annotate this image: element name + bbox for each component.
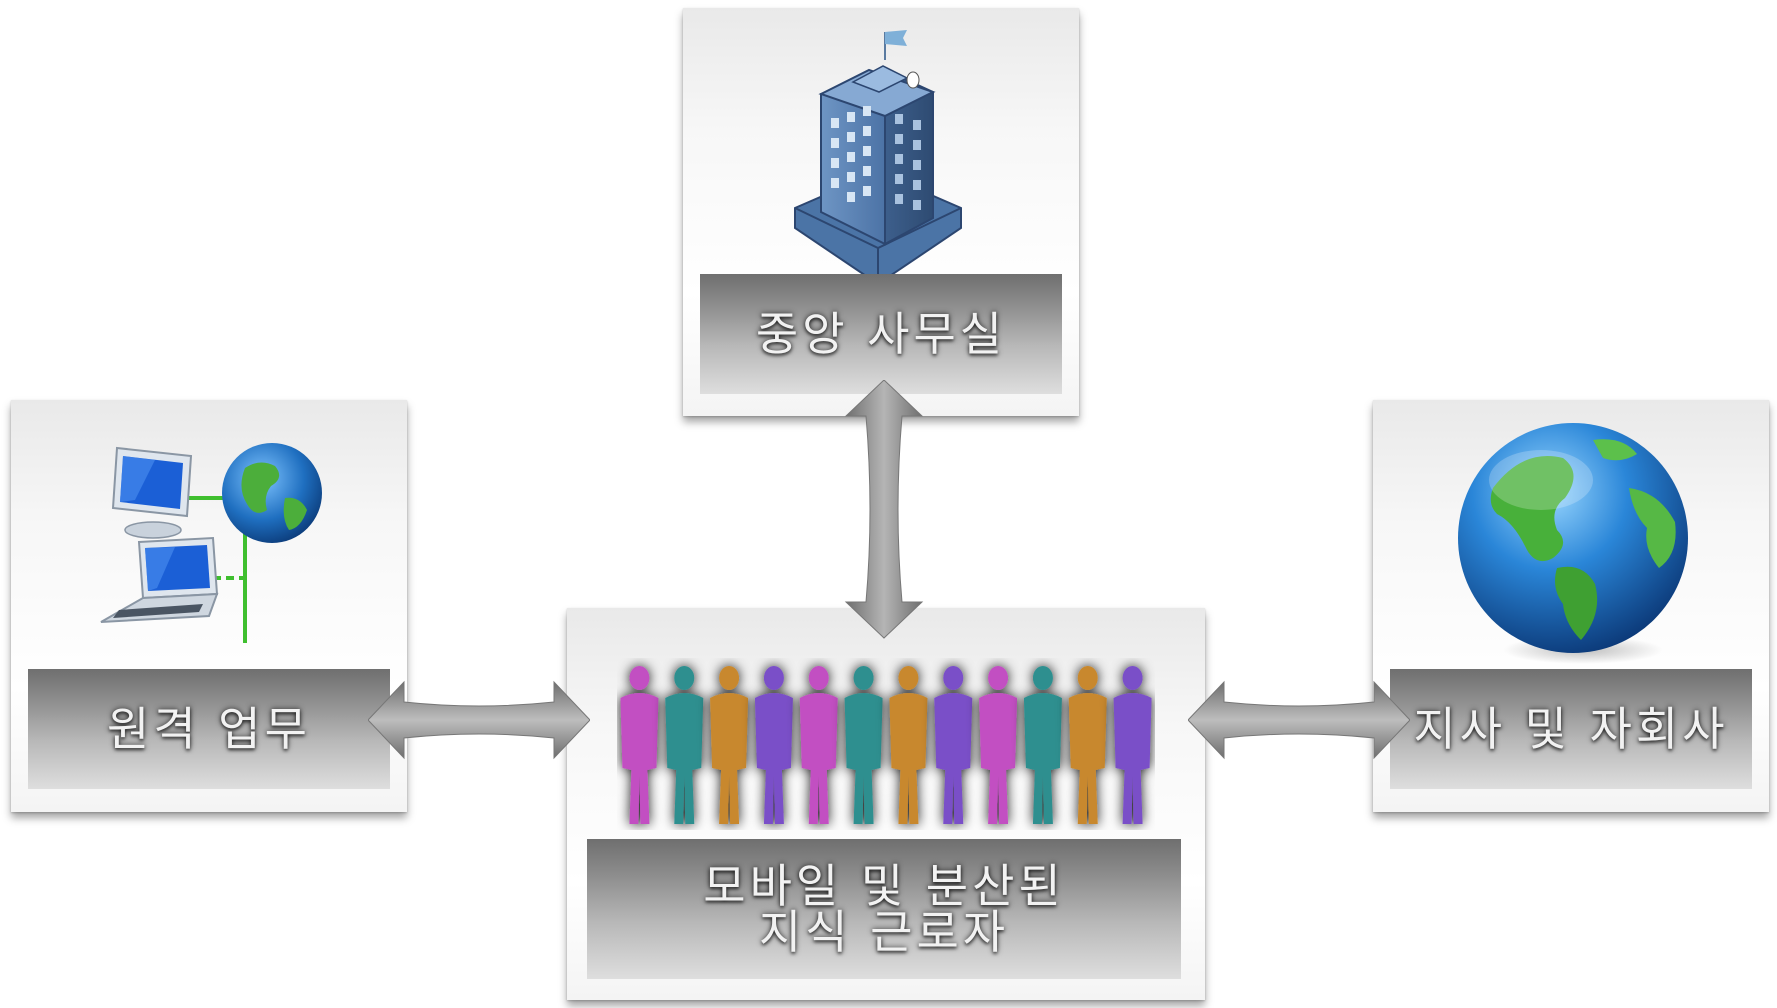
person-silhouette (1023, 666, 1062, 824)
left-double-arrow (368, 680, 590, 760)
mobile-workers-label-line1: 모바일 및 분산된 (703, 859, 1065, 913)
person-silhouette (754, 666, 793, 824)
person-silhouette (1113, 666, 1152, 824)
mobile-workers-label: 모바일 및 분산된 지식 근로자 (587, 839, 1181, 979)
right-double-arrow (1188, 680, 1410, 760)
central-office-panel: 중앙 사무실 (683, 8, 1079, 416)
person-silhouette (710, 666, 749, 824)
office-building-icon (783, 22, 973, 292)
person-silhouette (665, 666, 704, 824)
person-silhouette (799, 666, 838, 824)
person-silhouette (1068, 666, 1107, 824)
mobile-workers-panel: 모바일 및 분산된 지식 근로자 (567, 608, 1205, 1000)
people-silhouettes-icon (617, 658, 1155, 830)
person-silhouette (889, 666, 928, 824)
branch-subsidiary-label: 지사 및 자회사 (1390, 669, 1752, 789)
remote-network-icon (95, 438, 325, 648)
globe-icon (1453, 418, 1693, 668)
remote-work-label: 원격 업무 (28, 669, 390, 789)
mobile-workers-label-line2: 지식 근로자 (758, 905, 1010, 959)
person-silhouette (620, 666, 659, 824)
person-silhouette (934, 666, 973, 824)
branch-subsidiary-panel: 지사 및 자회사 (1373, 400, 1769, 812)
person-silhouette (844, 666, 883, 824)
central-office-label: 중앙 사무실 (700, 274, 1062, 394)
remote-work-panel: 원격 업무 (11, 400, 407, 812)
person-silhouette (979, 666, 1018, 824)
vertical-double-arrow (844, 380, 924, 640)
